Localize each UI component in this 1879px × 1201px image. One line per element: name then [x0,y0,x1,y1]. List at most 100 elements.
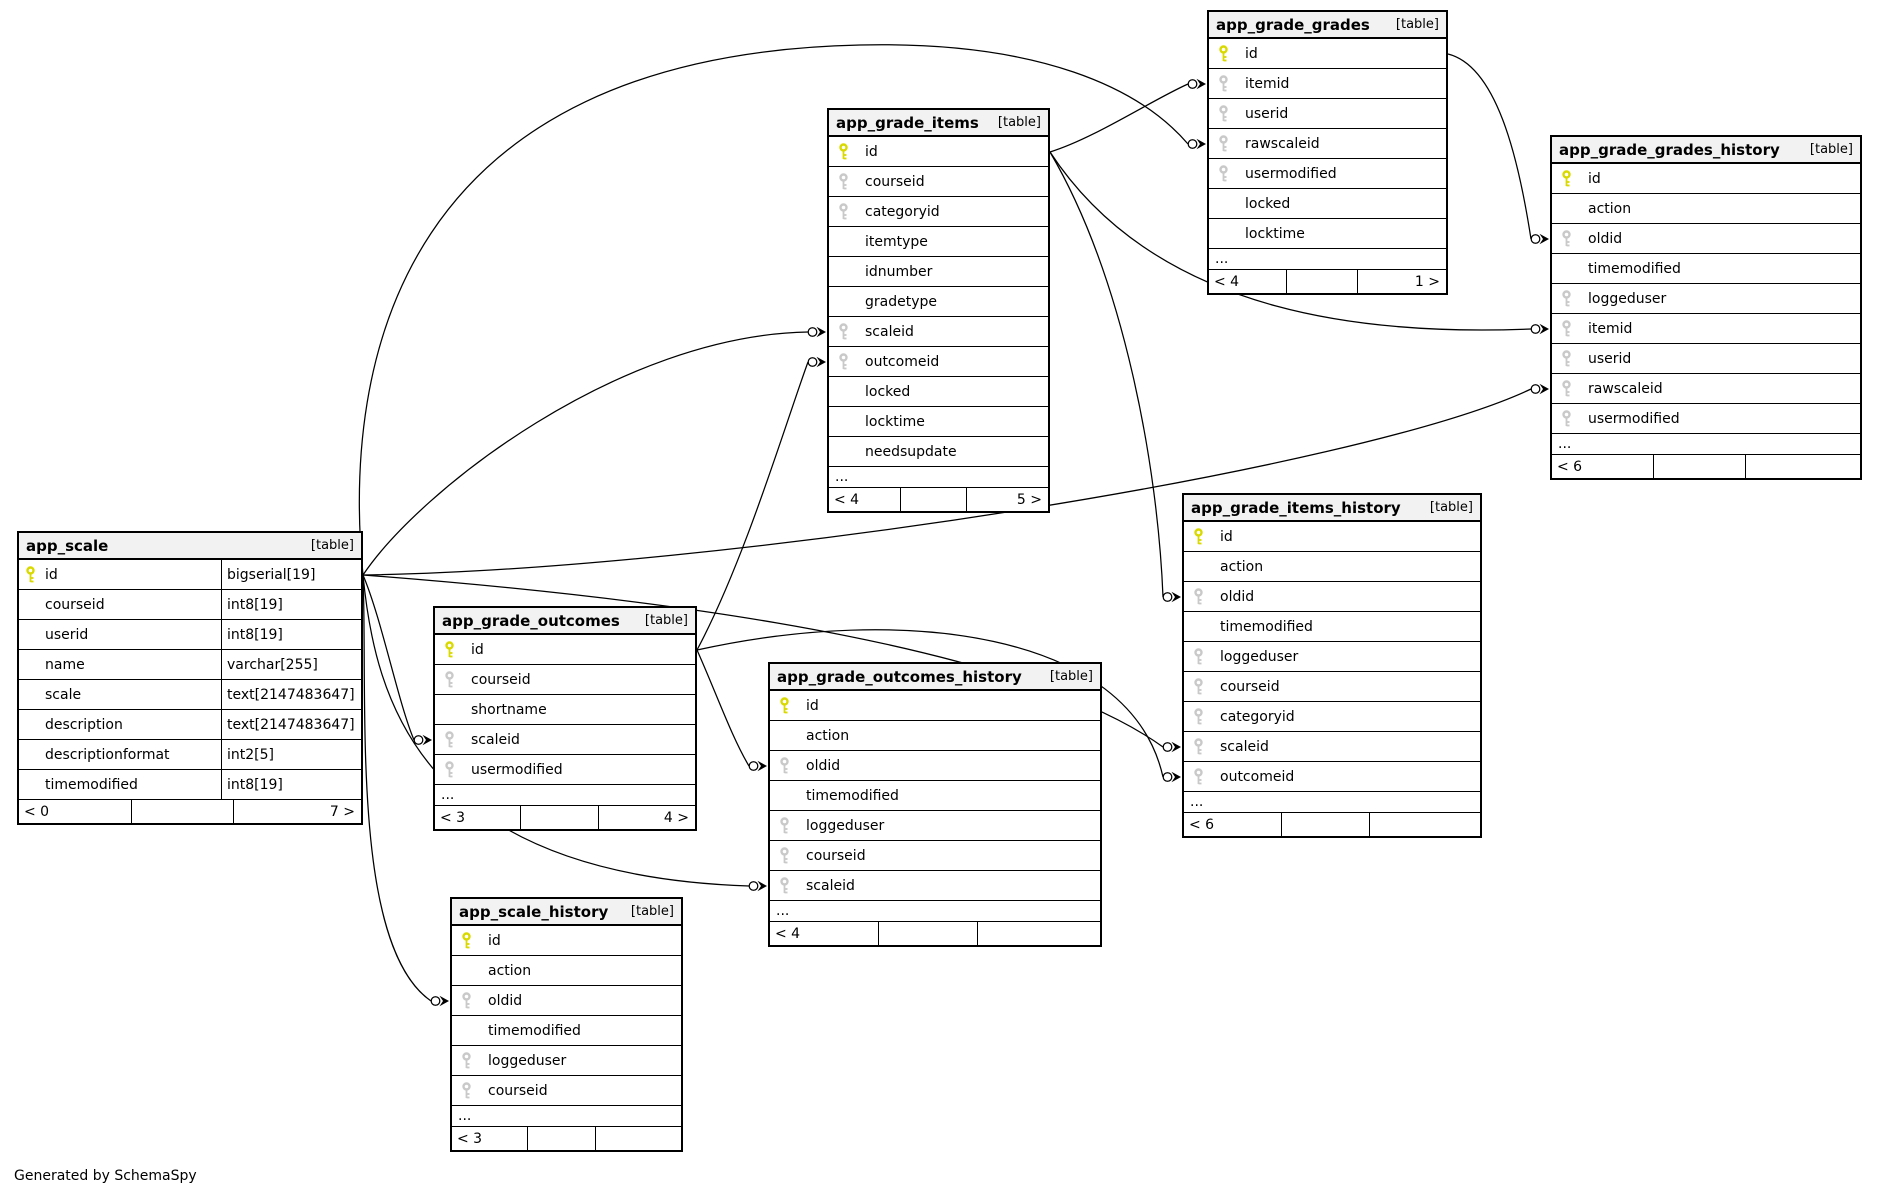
primary-key-icon [462,932,471,949]
column-row-usermodified: usermodified [435,755,695,785]
foreign-key-icon [839,203,848,220]
column-name: courseid [471,671,531,688]
key-gutter [435,731,471,748]
key-gutter [1184,708,1220,725]
key-gutter [452,1082,488,1099]
foreign-key-arrowhead [1171,591,1181,603]
key-gutter [829,143,865,160]
foreign-key-arrowhead [1539,323,1549,335]
foreign-key-icon [1194,708,1203,725]
column-row-action: action [770,721,1100,751]
column-row-id: id [435,635,695,665]
column-type: int8[19] [221,770,361,799]
more-columns-row: ... [829,467,1048,488]
key-gutter [1552,320,1588,337]
table-header: app_grade_items[table] [829,110,1048,137]
column-name: itemid [1245,75,1290,92]
foreign-key-icon [1194,768,1203,785]
relationship-line [696,629,1164,778]
column-row-id: id [770,691,1100,721]
footer-parents-count: < 4 [1209,270,1288,293]
column-row-rawscaleid: rawscaleid [1209,129,1446,159]
column-name: id [806,697,819,714]
key-gutter [770,847,806,864]
zero-many-circle-marker [430,996,441,1006]
table-title[interactable]: app_grade_outcomes [442,611,620,630]
zero-many-circle-marker [1187,139,1198,149]
column-row-itemtype: itemtype [829,227,1048,257]
footer-middle-cell [879,922,978,945]
foreign-key-icon [1194,678,1203,695]
table-type-badge: [table] [1049,669,1093,684]
column-name: usermodified [1588,410,1680,427]
relationship-line [1447,53,1532,240]
foreign-key-arrowhead [1171,771,1181,783]
column-row-locked: locked [829,377,1048,407]
key-gutter [1184,768,1220,785]
column-row-needsupdate: needsupdate [829,437,1048,467]
key-gutter [435,641,471,658]
table-title[interactable]: app_scale [26,536,109,555]
zero-many-circle-marker [807,327,818,337]
zero-many-circle-marker [1162,772,1173,782]
table-title[interactable]: app_grade_outcomes_history [777,667,1022,686]
primary-key-icon [1194,528,1203,545]
column-name: locked [865,383,911,400]
table-title[interactable]: app_grade_items [836,113,979,132]
column-name: rawscaleid [1588,380,1663,397]
foreign-key-icon [1194,648,1203,665]
footer-parents-count: < 4 [770,922,879,945]
table-title[interactable]: app_grade_grades_history [1559,140,1780,159]
column-row-oldid: oldid [1184,582,1480,612]
column-name: usermodified [1245,165,1337,182]
primary-key-icon [26,566,35,583]
zero-many-circle-marker [1162,742,1173,752]
column-row-rawscaleid: rawscaleid [1552,374,1860,404]
column-name: timemodified [1220,618,1313,635]
footer-children-count [1370,813,1480,836]
table-type-badge: [table] [644,613,688,628]
column-name: id [865,143,878,160]
table-footer: < 4 [770,922,1100,945]
column-name: oldid [1220,588,1255,605]
key-gutter [1552,410,1588,427]
key-gutter [452,992,488,1009]
column-row-id: id [1209,39,1446,69]
table-type-badge: [table] [310,538,354,553]
column-row-userid: userid [1209,99,1446,129]
key-gutter [1552,230,1588,247]
footer-parents-count: < 3 [452,1127,528,1150]
column-row-itemid: itemid [1552,314,1860,344]
table-title[interactable]: app_scale_history [459,902,609,921]
key-gutter [19,566,45,583]
column-name: scaleid [806,877,855,894]
foreign-key-icon [839,323,848,340]
table-title[interactable]: app_grade_items_history [1191,498,1401,517]
foreign-key-arrowhead [1196,78,1206,90]
table-title[interactable]: app_grade_grades [1216,15,1370,34]
foreign-key-icon [780,817,789,834]
table-app_grade_outcomes_history[interactable]: app_grade_outcomes_history [table] id actio… [768,662,1102,947]
key-gutter [1209,165,1245,182]
more-columns-row: ... [435,785,695,806]
foreign-key-icon [780,757,789,774]
column-name: id [488,932,501,949]
table-header: app_grade_grades_history[table] [1552,137,1860,164]
zero-many-circle-marker [1530,384,1541,394]
foreign-key-arrowhead [1196,138,1206,150]
key-gutter [1552,290,1588,307]
column-row-timemodified: timemodified [452,1016,681,1046]
